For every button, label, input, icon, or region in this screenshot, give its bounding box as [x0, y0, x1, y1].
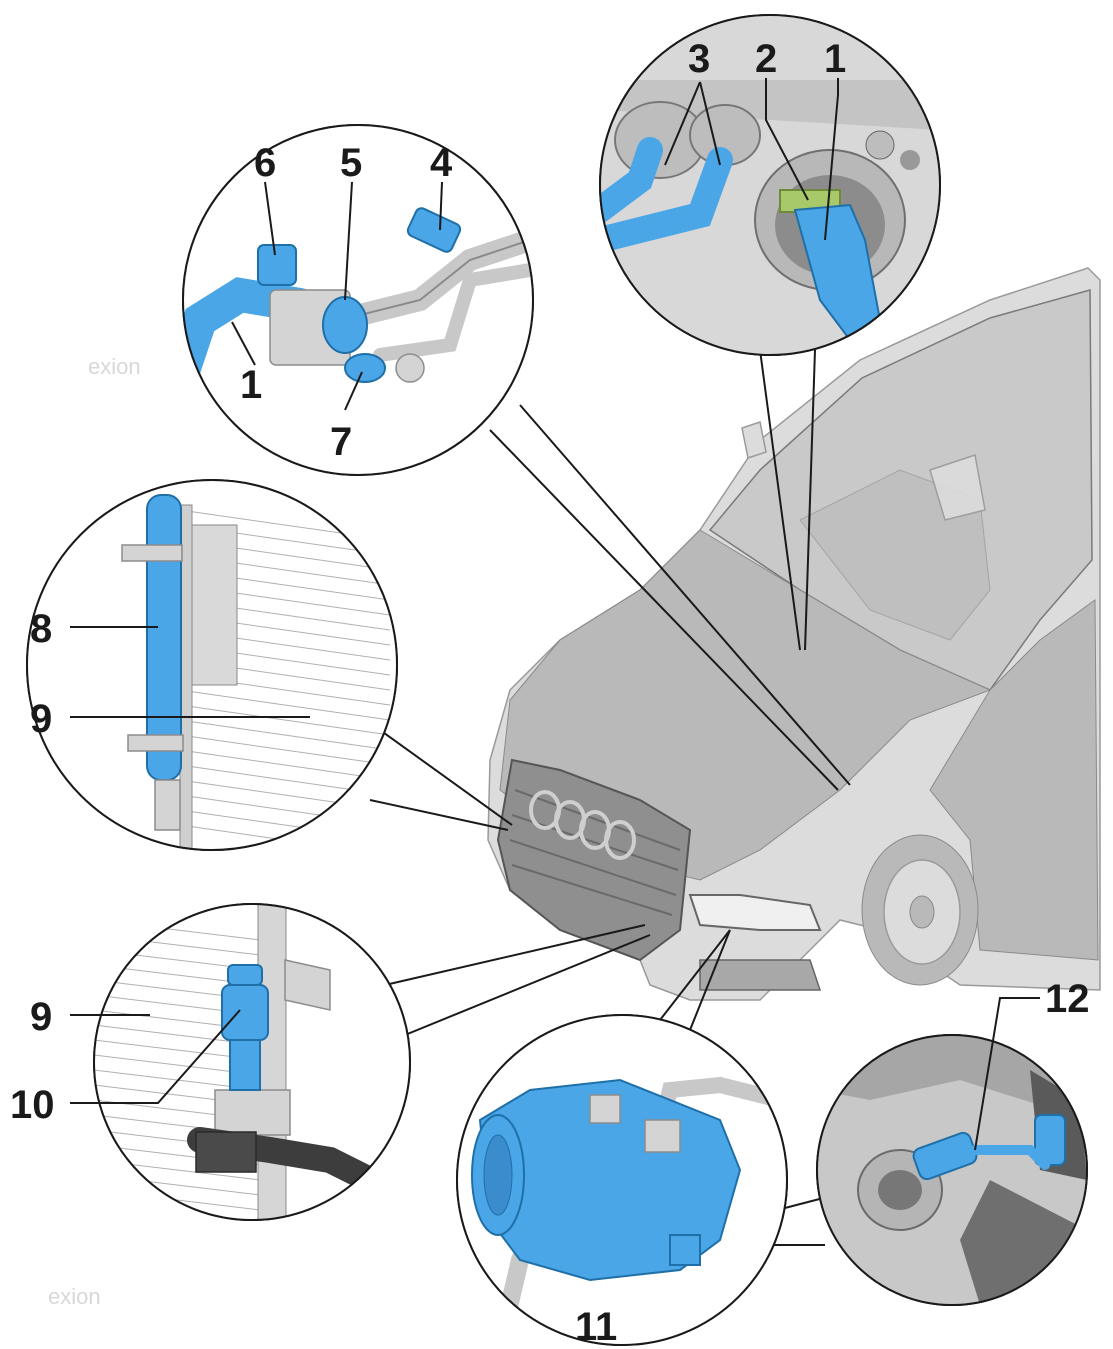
callout-4: 4	[430, 141, 453, 185]
callout-1-left: 1	[240, 363, 262, 407]
callout-7: 7	[330, 420, 352, 464]
detail-circle-cabin-filter	[599, 14, 941, 356]
callout-5: 5	[340, 141, 362, 185]
watermark-upper: exion	[88, 354, 141, 379]
callout-labels: 1 2 3 6 5 4 1 7 8 9 9 10 11 12	[10, 37, 1090, 1349]
detail-circle-compressor	[456, 1014, 788, 1346]
callout-1-top: 1	[824, 37, 846, 81]
callout-3: 3	[688, 37, 710, 81]
leader-lines	[70, 78, 1040, 1151]
callout-11: 11	[575, 1305, 617, 1349]
callout-2: 2	[755, 37, 777, 81]
callout-8: 8	[30, 607, 52, 651]
callout-9-upper: 9	[30, 697, 52, 741]
callout-9-lower: 9	[30, 995, 52, 1039]
vehicle-illustration	[487, 267, 1101, 1001]
callout-10: 10	[10, 1083, 55, 1127]
callout-12: 12	[1045, 977, 1090, 1021]
detail-circle-compressor-valve	[816, 1034, 1088, 1306]
detail-circle-pipe-connections	[182, 124, 534, 476]
detail-circle-condenser	[26, 479, 398, 851]
callout-6: 6	[254, 141, 276, 185]
detail-circle-pressure-sensor	[93, 903, 411, 1221]
watermark-lower: exion	[48, 1284, 101, 1309]
